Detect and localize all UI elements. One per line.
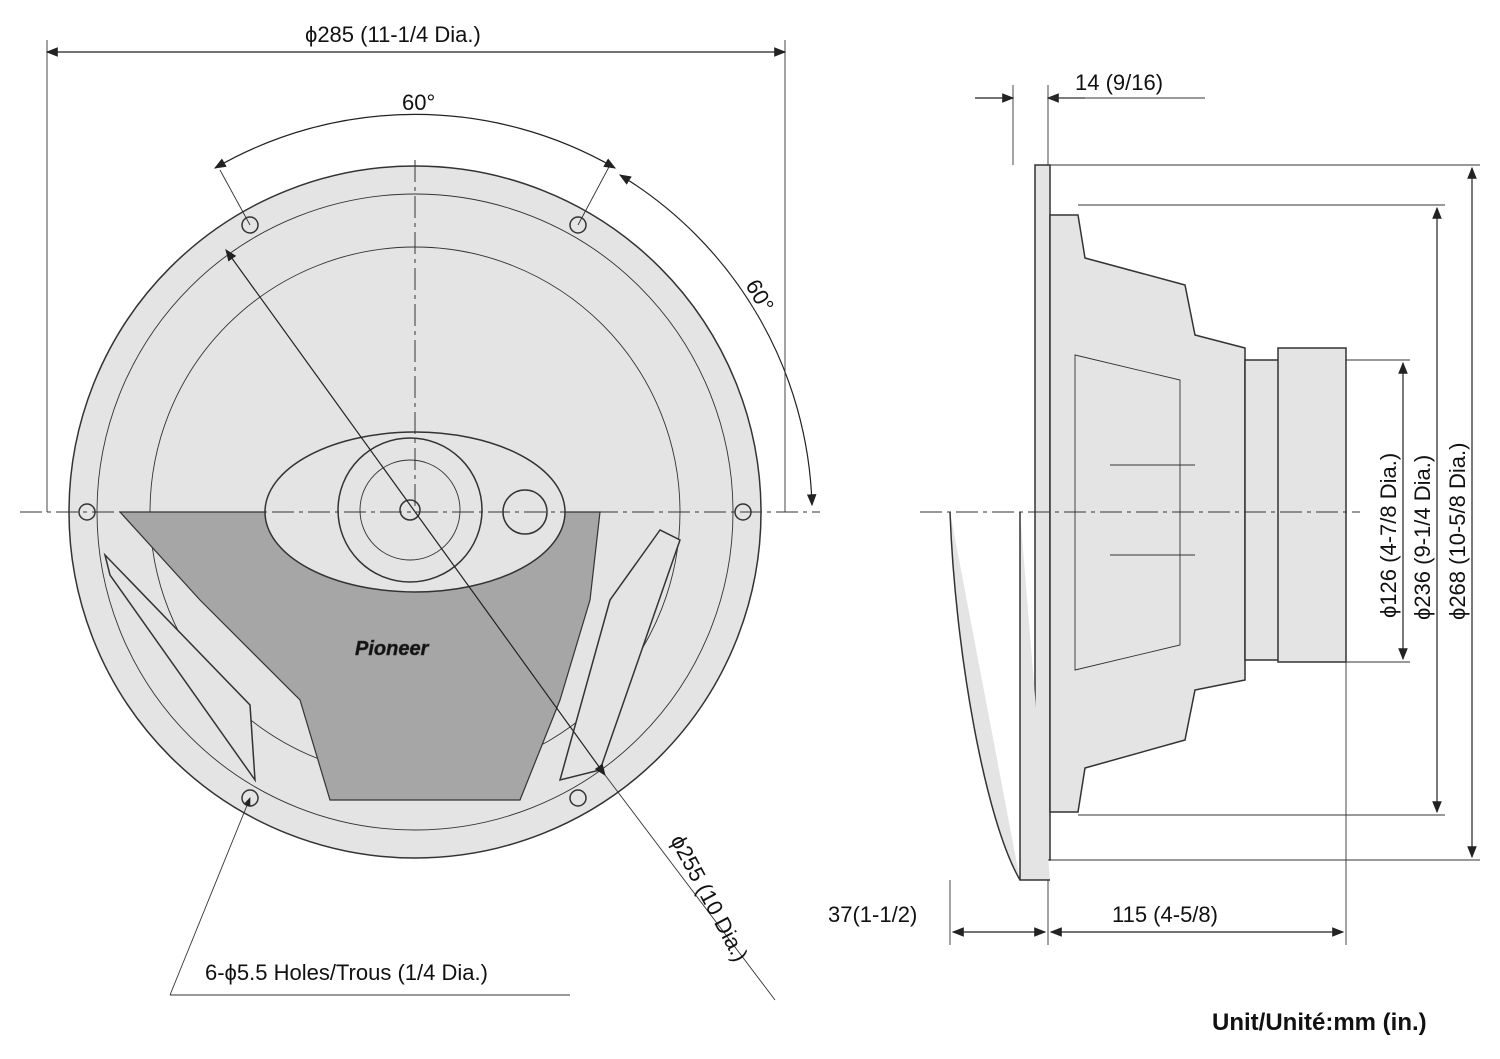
brand-logo: Pioneer: [355, 638, 430, 660]
magnet: [1277, 347, 1347, 663]
cutout-diameter-label: ϕ255 (10 Dia.): [666, 831, 754, 966]
overall-diameter-label: ϕ285 (11-1/4 Dia.): [305, 22, 481, 47]
frame-diameter-label: ϕ268 (10-5/8 Dia.): [1445, 443, 1470, 620]
angle-top-label: 60°: [402, 90, 435, 115]
basket: [1049, 214, 1246, 813]
angle-side-label: 60°: [741, 275, 779, 316]
flange-thickness-label: 14 (9/16): [1075, 70, 1163, 95]
holes-label: 6-ϕ5.5 Holes/Trous (1/4 Dia.): [205, 960, 488, 985]
front-view: Pioneer: [20, 40, 820, 1001]
unit-label: Unit/Unité:mm (in.): [1212, 1009, 1427, 1036]
basket-diameter-label: ϕ236 (9-1/4 Dia.): [1410, 455, 1435, 620]
front-depth-label: 37(1-1/2): [828, 902, 917, 927]
side-view: [920, 85, 1480, 945]
magnet-diameter-label: ϕ126 (4-7/8 Dia.): [1376, 453, 1401, 618]
mount-depth-label: 115 (4-5/8): [1112, 902, 1218, 927]
